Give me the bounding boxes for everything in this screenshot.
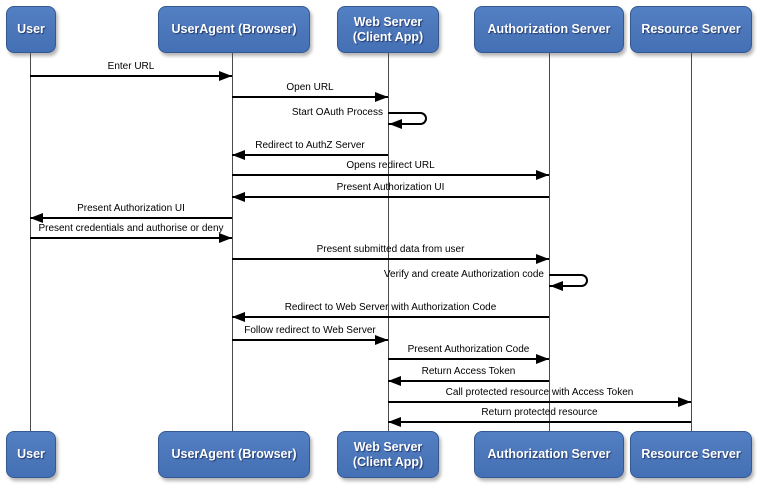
message-line	[232, 196, 549, 198]
message-label: Verify and create Authorization code	[383, 269, 544, 280]
message-label: Present credentials and authorise or den…	[38, 223, 224, 234]
lifeline-user	[30, 53, 31, 431]
lifeline-webserver	[388, 53, 389, 431]
arrowhead-left-icon	[232, 192, 245, 202]
actor-top-useragent: UserAgent (Browser)	[158, 6, 310, 53]
message-label: Redirect to Web Server with Authorizatio…	[284, 302, 497, 313]
message-line	[232, 258, 549, 260]
message-line	[232, 174, 549, 176]
message-label: Opens redirect URL	[346, 160, 435, 171]
message-label: Present Authorization UI	[77, 203, 185, 214]
message-line	[388, 358, 549, 360]
arrowhead-left-icon	[389, 119, 402, 129]
arrowhead-left-icon	[388, 417, 401, 427]
lifeline-resourceserver	[691, 53, 692, 431]
actor-bottom-useragent: UserAgent (Browser)	[158, 431, 310, 478]
actor-bottom-user: User	[6, 431, 56, 478]
actor-bottom-authserver: Authorization Server	[474, 431, 624, 478]
message-label: Follow redirect to Web Server	[244, 325, 376, 336]
self-loop	[388, 112, 427, 125]
actor-top-user: User	[6, 6, 56, 53]
actor-top-resourceserver: Resource Server	[630, 6, 752, 53]
arrowhead-right-icon	[678, 397, 691, 407]
message-line	[388, 401, 691, 403]
message-label: Open URL	[286, 82, 334, 93]
message-line	[388, 421, 691, 423]
message-label: Start OAuth Process	[291, 107, 383, 118]
arrowhead-left-icon	[232, 312, 245, 322]
message-line	[388, 380, 549, 382]
message-label: Present Authorization UI	[336, 182, 445, 193]
message-label: Present submitted data from user	[316, 244, 465, 255]
self-loop	[549, 274, 588, 287]
message-line	[232, 154, 388, 156]
arrowhead-right-icon	[536, 170, 549, 180]
message-line	[30, 217, 232, 219]
message-label: Call protected resource with Access Toke…	[445, 387, 634, 398]
arrowhead-right-icon	[375, 335, 388, 345]
message-label: Redirect to AuthZ Server	[255, 140, 365, 151]
message-label: Return Access Token	[421, 366, 516, 377]
message-line	[232, 96, 388, 98]
message-label: Present Authorization Code	[407, 344, 530, 355]
arrowhead-left-icon	[30, 213, 43, 223]
arrowhead-right-icon	[536, 354, 549, 364]
arrowhead-right-icon	[536, 254, 549, 264]
arrowhead-left-icon	[550, 281, 563, 291]
message-line	[232, 339, 388, 341]
arrowhead-right-icon	[219, 233, 232, 243]
actor-bottom-webserver: Web Server (Client App)	[337, 431, 439, 478]
message-line	[30, 237, 232, 239]
lifeline-useragent	[232, 53, 233, 431]
actor-top-authserver: Authorization Server	[474, 6, 624, 53]
message-label: Enter URL	[107, 61, 155, 72]
arrowhead-left-icon	[232, 150, 245, 160]
arrowhead-right-icon	[375, 92, 388, 102]
message-line	[30, 75, 232, 77]
message-label: Return protected resource	[481, 407, 598, 418]
lifeline-authserver	[549, 53, 550, 431]
arrowhead-right-icon	[219, 71, 232, 81]
actor-bottom-resourceserver: Resource Server	[630, 431, 752, 478]
arrowhead-left-icon	[388, 376, 401, 386]
message-line	[232, 316, 549, 318]
actor-top-webserver: Web Server (Client App)	[337, 6, 439, 53]
